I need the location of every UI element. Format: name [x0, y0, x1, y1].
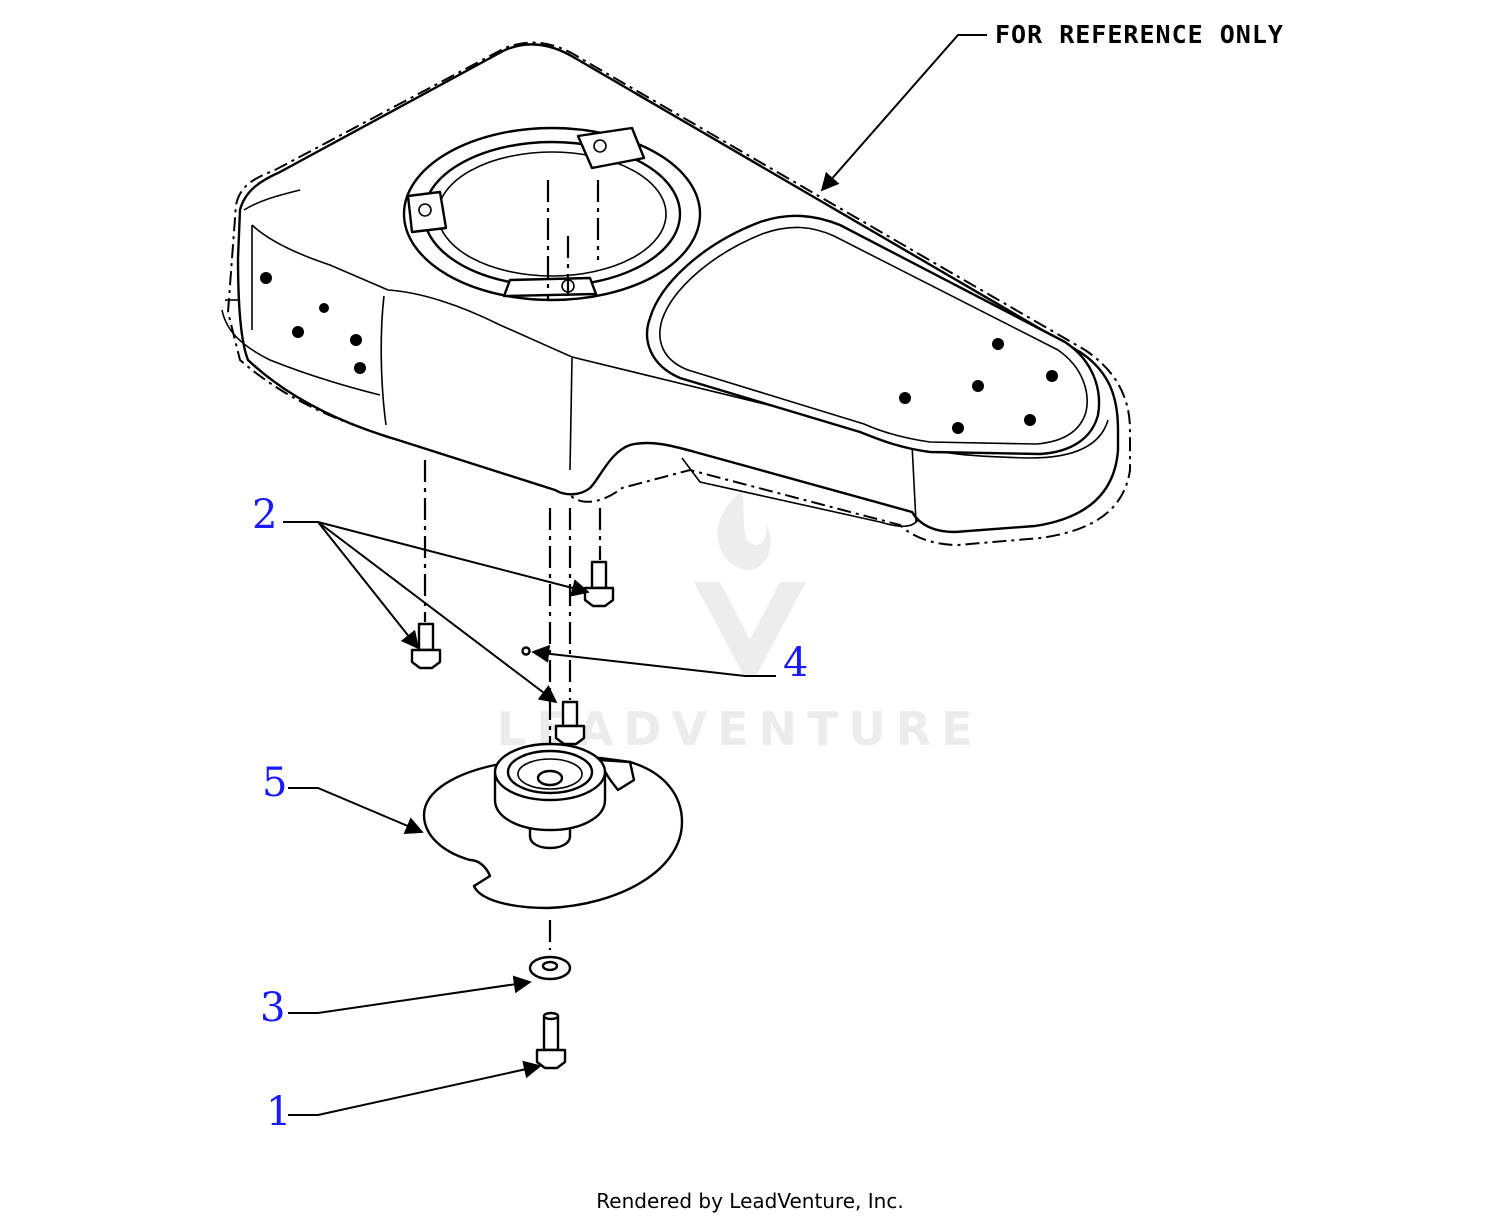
spindle-plate-part-5 [422, 742, 684, 910]
grease-fitting-part-4 [521, 646, 531, 656]
footer-credit: Rendered by LeadVenture, Inc. [596, 1189, 903, 1213]
reference-note: FOR REFERENCE ONLY [995, 20, 1284, 49]
reference-leader-line [820, 34, 987, 192]
callout-1-leader [288, 1060, 542, 1116]
callout-2-leaders [283, 521, 590, 704]
callout-label-4: 4 [783, 640, 808, 686]
bolt-part-2-center [554, 700, 586, 746]
callout-3-leader [288, 975, 532, 1014]
bolt-part-1 [535, 1011, 567, 1070]
deck-housing [221, 41, 1131, 547]
flame-v-logo-icon [694, 490, 806, 676]
callout-5-leader [288, 787, 424, 834]
callout-label-2: 2 [252, 492, 277, 538]
bolt-part-2-right [583, 560, 615, 608]
callout-label-1: 1 [266, 1089, 291, 1135]
callout-label-3: 3 [260, 985, 285, 1031]
washer-part-3 [528, 955, 572, 981]
callout-4-leader [531, 644, 776, 677]
callout-label-5: 5 [262, 760, 287, 806]
